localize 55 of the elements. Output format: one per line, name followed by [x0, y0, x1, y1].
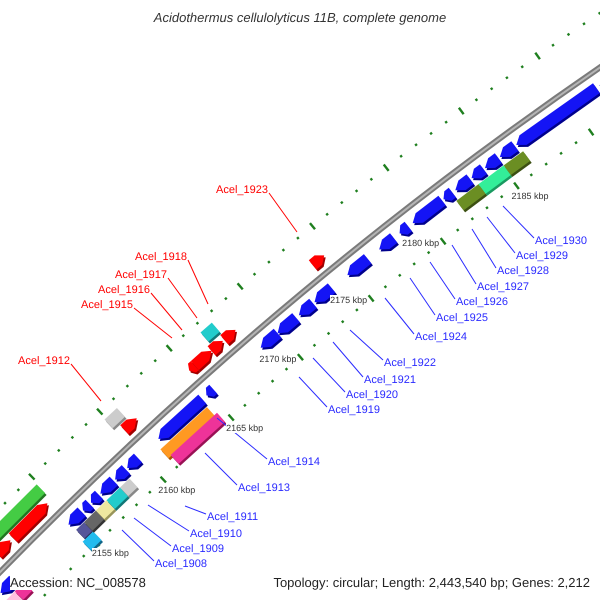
gene-label: Acel_1929: [516, 250, 568, 262]
leader-line: [486, 216, 516, 254]
gene-label: Acel_1918: [135, 251, 187, 263]
gene-label: Acel_1910: [190, 528, 242, 540]
title: Acidothermus cellulolyticus 11B, complete genome: [152, 10, 448, 25]
footer-text: Accession: NC_008578: [10, 575, 146, 590]
leader-line: [184, 506, 206, 514]
gene-label: Acel_1912: [18, 355, 70, 367]
leader-line: [150, 292, 182, 330]
footer-text: Topology: circular; Length: 2,443,540 bp; Genes: 2,212: [273, 575, 590, 590]
gene-label: Acel_1928: [497, 265, 549, 277]
gene-label: Acel_1916: [98, 284, 150, 296]
leader-line: [188, 260, 208, 304]
scale-label: 2155 kbp: [92, 548, 129, 558]
gene-label: Acel_1923: [216, 184, 268, 196]
leader-line: [384, 298, 414, 334]
leader-line: [122, 530, 154, 562]
gene-label: Acel_1908: [155, 558, 207, 570]
leader-line: [70, 364, 102, 402]
leader-line: [452, 244, 476, 284]
scale-label: 2165 kbp: [226, 422, 264, 433]
gene-label: Acel_1926: [456, 296, 508, 308]
leader-line: [350, 330, 384, 360]
leader-line: [430, 262, 456, 300]
leader-line: [148, 504, 190, 532]
gene-label: Acel_1911: [207, 511, 258, 523]
gene-label: Acel_1915: [81, 299, 133, 311]
leader-line: [268, 192, 298, 232]
leader-line: [134, 518, 172, 546]
leader-line: [204, 452, 238, 486]
gene-label: Acel_1920: [346, 389, 398, 401]
gene-label: Acel_1914: [268, 456, 320, 468]
gene-label: Acel_1924: [415, 331, 467, 343]
gene-label: Acel_1913: [238, 482, 290, 494]
scale-label: 2170 kbp: [259, 354, 296, 364]
gene-label: Acel_1909: [172, 543, 224, 555]
leader-line: [168, 278, 198, 318]
scale-label: 2180 kbp: [402, 238, 440, 248]
gene-label: Acel_1930: [535, 235, 587, 247]
gene-label: Acel_1927: [477, 281, 529, 293]
scale-label: 2185 kbp: [511, 190, 549, 201]
leader-line: [134, 308, 172, 338]
leader-line: [410, 278, 436, 316]
gene-label: Acel_1922: [384, 357, 436, 369]
gene-label: Acel_1925: [436, 312, 488, 324]
leader-line: [332, 342, 364, 378]
scale-label: 2175 kbp: [330, 295, 368, 306]
gene-label: Acel_1919: [328, 404, 380, 416]
gene-label: Acel_1917: [115, 269, 167, 281]
leader-line: [472, 228, 496, 268]
leader-line: [312, 358, 346, 392]
leader-line: [502, 206, 534, 238]
scale-label: 2160 kbp: [158, 484, 196, 495]
gene-label: Acel_1921: [364, 374, 416, 386]
leader-line: [298, 376, 328, 408]
